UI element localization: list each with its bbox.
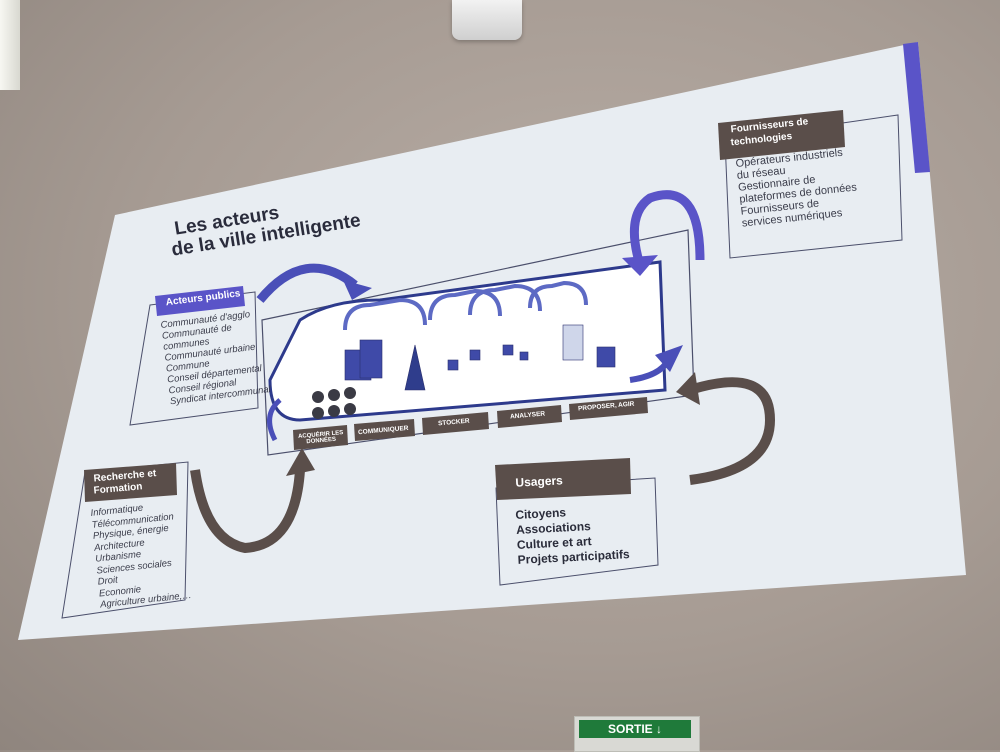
step-label-communiquer: COMMUNIQUER bbox=[357, 424, 409, 437]
step-label-analyser: ANALYSER bbox=[509, 410, 546, 421]
exit-sign-label: SORTIE bbox=[607, 722, 653, 736]
fournisseurs-badge bbox=[718, 110, 845, 160]
arrow-fournisseurs-to-center bbox=[629, 190, 705, 267]
recherche-badge bbox=[84, 463, 177, 502]
arrow-center-right-head bbox=[655, 345, 683, 372]
step-bar-acquerir bbox=[293, 425, 348, 450]
arrow-usagers-loop bbox=[688, 377, 776, 485]
step-bar-stocker bbox=[422, 412, 489, 435]
recherche-list: Informatique Télécommunication Physique,… bbox=[90, 498, 192, 611]
arrow-down-icon: ↓ bbox=[656, 722, 662, 736]
arrow-publics-to-center bbox=[256, 263, 358, 303]
usagers-list: Citoyens Associations Culture et art Pro… bbox=[515, 502, 630, 568]
step-label-proposer: PROPOSER, AGIR bbox=[577, 400, 635, 413]
usagers-badge bbox=[495, 458, 631, 500]
city-illustration bbox=[343, 280, 616, 391]
exit-sign-panel: SORTIE ↓ bbox=[579, 720, 691, 738]
step-bar-communiquer bbox=[354, 419, 415, 441]
arrow-center-loop-left bbox=[267, 398, 282, 442]
step-label-acquerir: ACQUÉRIR LES DONNÉES bbox=[297, 430, 344, 446]
fournisseurs-list: Opérateurs industriels du réseau Gestion… bbox=[735, 146, 860, 230]
inner-platform bbox=[268, 260, 667, 422]
step-label-stocker: STOCKER bbox=[437, 417, 470, 428]
exit-sign: SORTIE ↓ bbox=[574, 716, 700, 752]
step-bar-analyser bbox=[497, 405, 562, 428]
arrow-recherche-head bbox=[286, 448, 315, 476]
step-bar-proposer bbox=[569, 397, 648, 420]
acteurs-publics-title: Acteurs publics bbox=[165, 288, 242, 309]
arrow-publics-head bbox=[343, 280, 372, 300]
acteurs-publics-list: Communauté d'agglo Communauté de commune… bbox=[160, 308, 271, 407]
ceiling-projector bbox=[452, 0, 522, 40]
arrow-fournisseurs-head bbox=[622, 255, 658, 276]
arrow-recherche-loop bbox=[190, 469, 305, 554]
door-edge bbox=[0, 0, 20, 90]
step-icons bbox=[312, 387, 356, 419]
arrow-usagers-head bbox=[676, 372, 700, 405]
slide-right-accent bbox=[903, 42, 930, 173]
acteurs-publics-badge bbox=[155, 286, 245, 316]
usagers-title: Usagers bbox=[515, 473, 564, 490]
